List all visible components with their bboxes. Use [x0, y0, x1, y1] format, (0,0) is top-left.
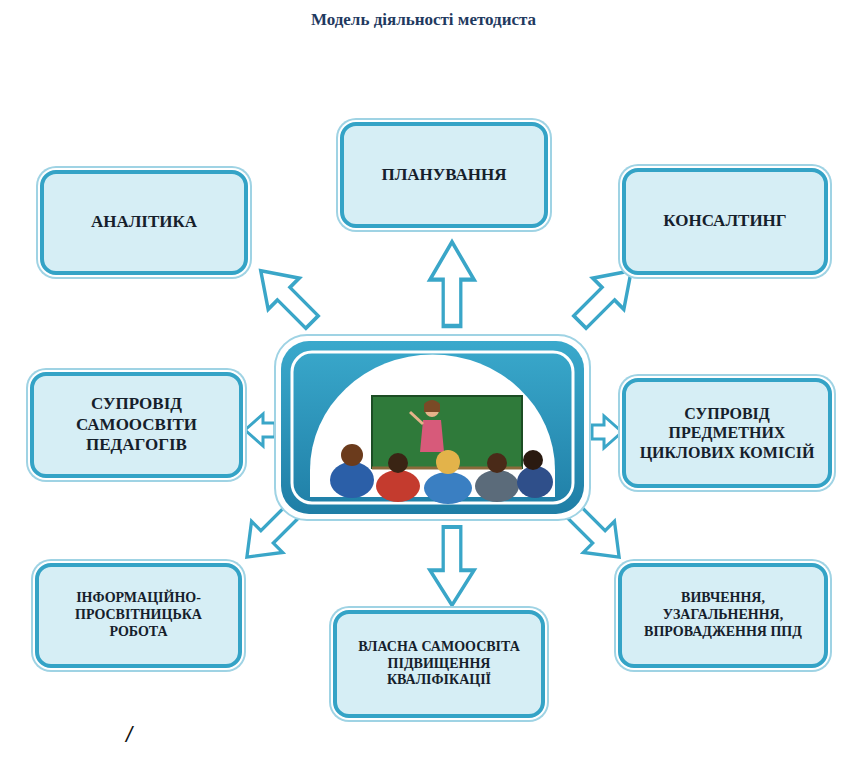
- box-label: СУПРОВІД САМООСВІТИ ПЕДАГОГІВ: [44, 394, 229, 455]
- student-head: [487, 453, 507, 473]
- teacher-arm: [410, 412, 423, 424]
- student: [424, 472, 472, 504]
- center-panel: [281, 341, 584, 514]
- block-arrows: [231, 242, 646, 605]
- block-arrow: [245, 255, 327, 337]
- activity-box: КОНСАЛТИНГ: [622, 168, 828, 275]
- block-arrow: [430, 242, 474, 326]
- student: [376, 470, 420, 502]
- teacher-body: [420, 420, 444, 452]
- student: [330, 462, 374, 498]
- student-head: [388, 453, 408, 473]
- block-arrow: [592, 416, 622, 448]
- block-arrow: [430, 527, 474, 605]
- activity-box: ІНФОРМАЦІЙНО-ПРОСВІТНИЦЬКА РОБОТА: [35, 563, 242, 668]
- center-inner-border: [292, 352, 573, 503]
- student: [517, 466, 553, 498]
- activity-box: СУПРОВІД САМООСВІТИ ПЕДАГОГІВ: [30, 372, 243, 478]
- activity-box: ВИВЧЕННЯ, УЗАГАЛЬНЕННЯ, ВПРОВАДЖЕННЯ ППД: [618, 563, 828, 668]
- center-dome: [310, 355, 555, 497]
- box-label: ПЛАНУВАННЯ: [381, 165, 506, 185]
- diagram-title: Модель діяльності методиста: [0, 10, 847, 30]
- box-label: АНАЛІТИКА: [91, 212, 197, 232]
- box-label: КОНСАЛТИНГ: [663, 211, 786, 231]
- activity-box: СУПРОВІД ПРЕДМЕТНИХ ЦИКЛОВИХ КОМІСІЙ: [622, 378, 832, 488]
- activity-box: АНАЛІТИКА: [40, 170, 248, 275]
- student: [475, 470, 519, 502]
- student-head: [341, 444, 363, 466]
- box-label: СУПРОВІД ПРЕДМЕТНИХ ЦИКЛОВИХ КОМІСІЙ: [636, 404, 818, 462]
- students: [330, 444, 553, 504]
- activity-box: ПЛАНУВАННЯ: [340, 122, 548, 228]
- student-head: [436, 450, 460, 474]
- box-label: ІНФОРМАЦІЙНО-ПРОСВІТНИЦЬКА РОБОТА: [49, 590, 228, 640]
- teacher-hair: [424, 400, 440, 412]
- center-frame: [275, 335, 590, 520]
- stray-mark: /: [126, 722, 132, 748]
- student-head: [523, 450, 543, 470]
- box-label: ВИВЧЕННЯ, УЗАГАЛЬНЕННЯ, ВПРОВАДЖЕННЯ ППД: [632, 590, 814, 640]
- center-picture: [275, 335, 590, 520]
- activity-box: ВЛАСНА САМООСВІТА ПІДВИЩЕННЯ КВАЛІФІКАЦІ…: [333, 610, 545, 718]
- block-arrow: [245, 414, 275, 446]
- box-label: ВЛАСНА САМООСВІТА ПІДВИЩЕННЯ КВАЛІФІКАЦІ…: [347, 639, 531, 689]
